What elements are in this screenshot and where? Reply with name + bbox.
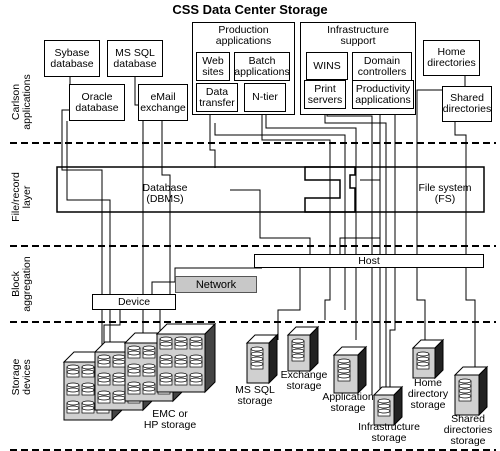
wire-websites: [209, 104, 216, 168]
wire-email: [159, 121, 171, 345]
storage-art: [62, 322, 489, 427]
app-oracle: Oracle database: [69, 84, 125, 121]
app-batch: Batch applications: [234, 52, 290, 81]
app-mssql: MS SQL database: [107, 40, 163, 77]
app-domain: Domain controllers: [352, 52, 412, 82]
app-ntier: N-tier: [244, 83, 286, 112]
layer-label-apps: Carlson applications: [10, 74, 33, 130]
storage-mssql-label: MS SQL storage: [235, 384, 275, 407]
cabinet-application: [332, 345, 368, 395]
diagram-title: CSS Data Center Storage: [172, 2, 328, 17]
app-sybase: Sybase database: [44, 40, 100, 77]
cabinet-infrastructure: [372, 385, 404, 427]
wire-datatransfer: [214, 123, 346, 310]
cabinet-exchange: [286, 325, 320, 373]
storage-emc-label: EMC or HP storage: [143, 408, 197, 431]
database-outline: [56, 166, 356, 213]
app-datatransfer: Data transfer: [196, 83, 238, 112]
wire-device-left: [103, 310, 121, 345]
wire-db-host: [230, 189, 311, 254]
filesystem-outline: [304, 166, 485, 213]
host-bar: Host: [254, 254, 484, 268]
cabinet-home: [411, 338, 445, 380]
group-infrastructure-label: Infrastructure support: [327, 24, 389, 47]
app-productivity: Productivity applications: [352, 80, 414, 109]
app-email: eMail exchange: [138, 84, 188, 121]
storage-home-label: Home directory storage: [407, 377, 449, 411]
wire-batch: [261, 79, 331, 320]
network-box: Network: [175, 276, 257, 293]
storage-exchange-label: Exchange storage: [280, 369, 328, 392]
emc-array-4: [155, 322, 217, 394]
app-print: Print servers: [304, 80, 346, 109]
app-home-directories: Home directories: [423, 40, 480, 76]
filesystem-label: File system (FS): [418, 182, 472, 205]
cabinet-mssql: [245, 333, 279, 385]
app-websites: Web sites: [196, 52, 230, 81]
cabinet-shared: [453, 365, 489, 417]
device-bar: Device: [92, 294, 176, 310]
storage-application-label: Application storage: [322, 391, 374, 414]
database-label: Database (DBMS): [142, 182, 188, 205]
group-production-label: Production applications: [215, 24, 272, 47]
wire-shared: [454, 118, 476, 370]
layer-label-block: Block aggregation: [10, 256, 33, 312]
app-shared-directories: Shared directories: [442, 86, 492, 122]
app-wins: WINS: [306, 52, 348, 80]
storage-infrastructure-label: Infrastructure storage: [358, 421, 420, 444]
wire-productivity: [389, 107, 396, 390]
storage-shared-label: Shared directories storage: [443, 413, 493, 447]
layer-label-storage: Storage devices: [10, 358, 33, 396]
wire-oracle: [66, 121, 111, 350]
wire-ntier: [265, 106, 357, 340]
layer-label-filerec: File/record layer: [10, 172, 33, 222]
wire-host-storage: [277, 268, 301, 340]
wire-fs-host: [339, 179, 381, 254]
